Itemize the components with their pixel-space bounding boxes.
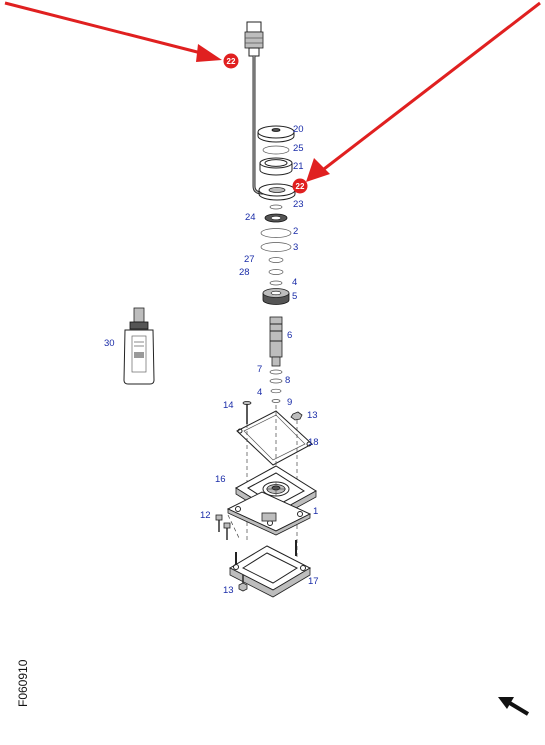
label-13-upper: 13	[307, 410, 318, 421]
part-25-ring	[262, 145, 290, 155]
part-12-screws	[215, 514, 231, 540]
part-24-nut	[264, 213, 288, 223]
label-13-lower: 13	[223, 585, 234, 596]
label-1: 1	[313, 506, 318, 517]
label-2: 2	[293, 226, 298, 237]
part-4-ring-upper	[269, 280, 283, 286]
label-27: 27	[244, 254, 255, 265]
label-4-upper: 4	[292, 277, 297, 288]
svg-text:22: 22	[227, 57, 236, 66]
label-21: 21	[293, 161, 304, 172]
label-18: 18	[308, 437, 319, 448]
part-13-nut-upper	[290, 411, 303, 421]
label-14: 14	[223, 400, 234, 411]
label-12: 12	[200, 510, 211, 521]
label-7: 7	[257, 364, 262, 375]
north-west-arrow-icon	[498, 697, 530, 716]
label-4-lower: 4	[257, 387, 262, 398]
part-8-oring	[269, 378, 283, 384]
part-3-ring	[260, 242, 292, 252]
label-5: 5	[292, 291, 297, 302]
label-20: 20	[293, 124, 304, 135]
pointer-arrow-middle	[306, 1, 541, 182]
part-6-shaft	[269, 316, 283, 367]
part-7-oring	[269, 369, 283, 375]
label-8: 8	[285, 375, 290, 386]
label-28: 28	[239, 267, 250, 278]
svg-text:22: 22	[296, 182, 305, 191]
callout-badge-upper[interactable]: 22	[223, 53, 239, 69]
part-14-screw	[242, 400, 252, 424]
label-25: 25	[293, 143, 304, 154]
part-22-sensor	[258, 183, 296, 201]
part-4-ring-lower	[270, 388, 282, 394]
pointer-arrow-upper	[4, 1, 222, 62]
figure-code: F060910	[16, 659, 30, 707]
label-9: 9	[287, 397, 292, 408]
part-13-nut-lower	[238, 575, 248, 592]
part-2-ring	[260, 228, 292, 238]
label-17: 17	[308, 576, 319, 587]
part-17-base-frame	[228, 540, 312, 598]
part-18-gasket	[236, 410, 313, 466]
label-6: 6	[287, 330, 292, 341]
part-27-washer	[268, 257, 284, 263]
part-20-cap	[257, 125, 295, 143]
part-30-bottle	[123, 307, 155, 385]
label-24: 24	[245, 212, 256, 223]
part-1-plate	[226, 491, 312, 536]
label-3: 3	[293, 242, 298, 253]
callout-badge-middle[interactable]: 22	[292, 178, 308, 194]
label-23: 23	[293, 199, 304, 210]
part-21-ring	[259, 157, 293, 176]
part-28-washer	[268, 269, 284, 275]
label-30: 30	[104, 338, 115, 349]
sensor-connector	[244, 21, 264, 57]
label-16: 16	[215, 474, 226, 485]
part-5-bearing	[262, 288, 290, 305]
part-23-ring	[269, 204, 283, 210]
part-9-clip	[271, 399, 281, 403]
